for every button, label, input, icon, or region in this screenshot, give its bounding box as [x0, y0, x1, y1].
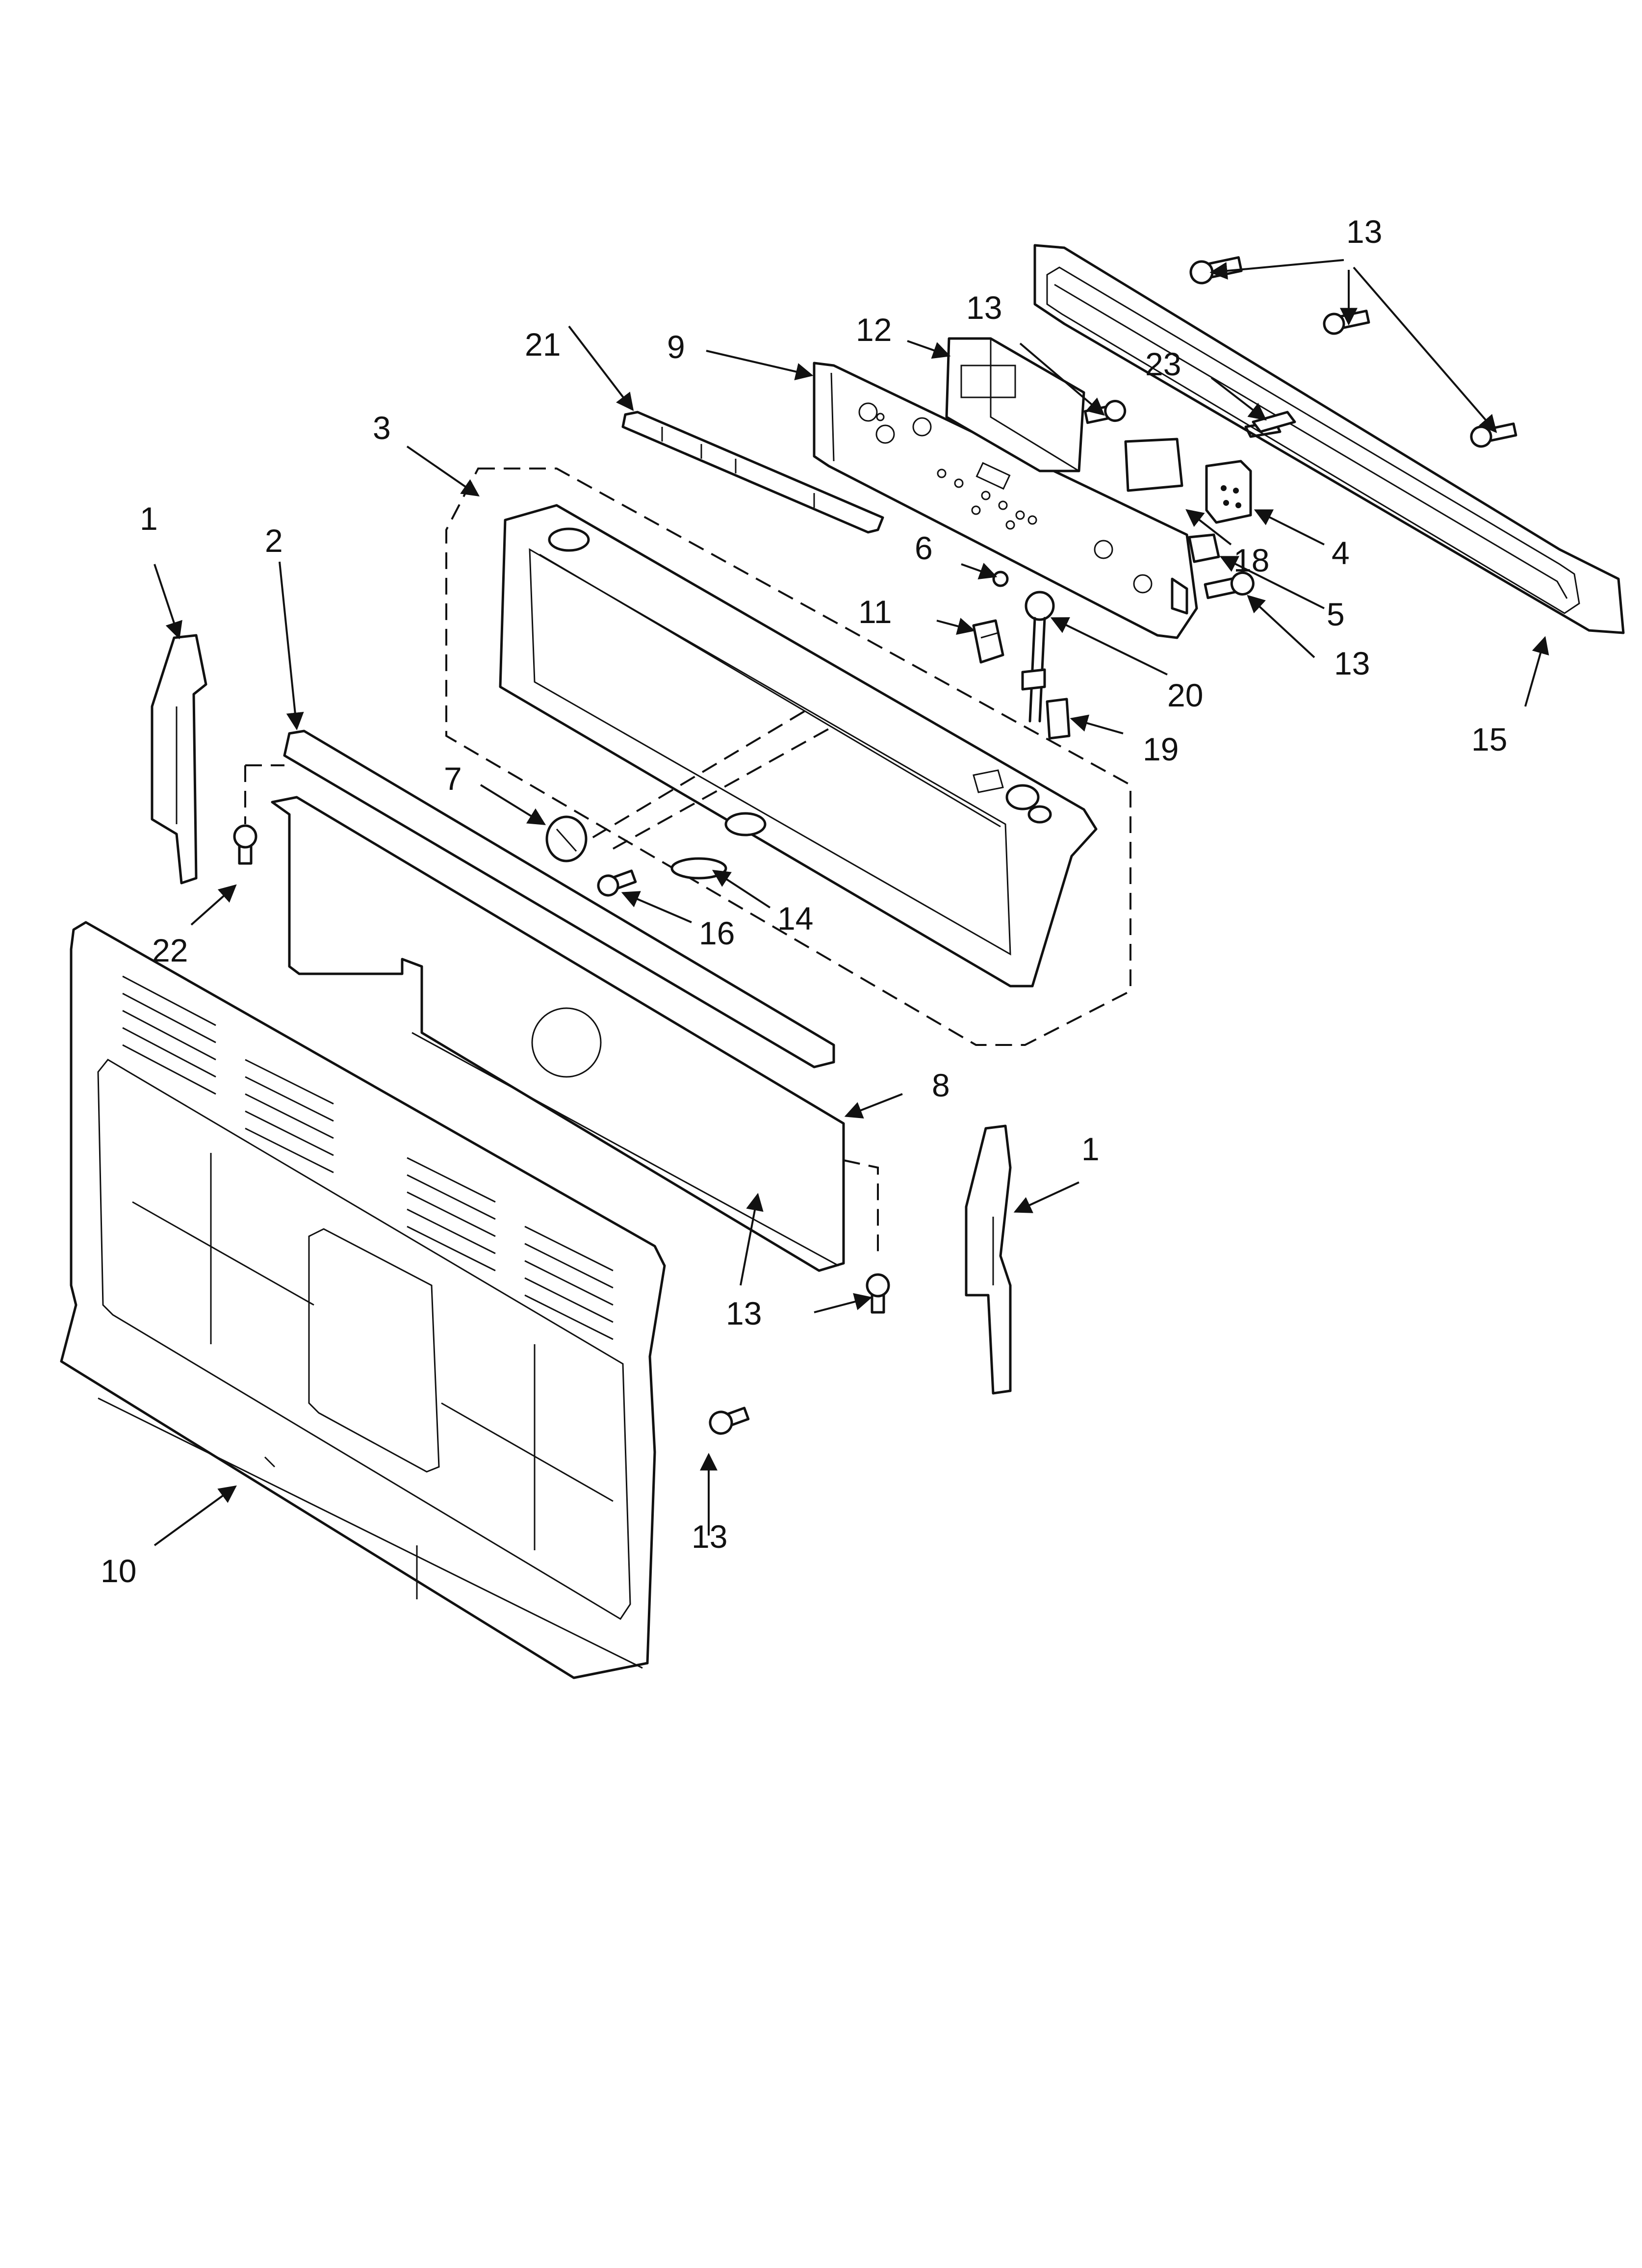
callout-12: 12	[856, 312, 892, 348]
part-11-switch	[972, 619, 1004, 664]
part-14-badge	[670, 857, 727, 880]
callout-6: 6	[915, 530, 933, 566]
callout-labels: 13 12 13 23 21 9 3 1 2 6 18 4 5 11 13 20…	[101, 213, 1507, 1589]
part-10-rear-panel	[60, 921, 666, 1679]
callout-3: 3	[373, 410, 391, 446]
callout-2: 2	[265, 522, 283, 559]
callout-16: 16	[699, 915, 735, 951]
part-1-left-bracket	[151, 634, 207, 885]
part-3-dashed-boundary	[445, 468, 1131, 1046]
callout-13-control: 13	[966, 289, 1002, 326]
callout-20: 20	[1167, 677, 1203, 713]
vent-slots	[122, 975, 614, 1340]
part-4-connector	[1205, 460, 1252, 524]
assembly-guide-line-2	[613, 725, 834, 850]
callout-10: 10	[101, 1553, 136, 1589]
callout-13-bottom: 13	[692, 1518, 727, 1555]
part-2-upper-shield	[271, 730, 845, 1272]
part-5-switch	[1188, 533, 1220, 563]
part-1-right-bracket	[965, 1124, 1012, 1395]
callout-22: 22	[152, 932, 188, 968]
callout-13-lower: 13	[726, 1295, 762, 1331]
callout-8: 8	[932, 1067, 950, 1103]
callout-13-right: 13	[1334, 645, 1370, 681]
callout-14: 14	[777, 900, 813, 937]
part-8-guide	[843, 1159, 879, 1256]
callout-21: 21	[525, 326, 561, 363]
part-19-lamp	[1046, 698, 1071, 740]
callout-1-right: 1	[1081, 1131, 1100, 1167]
callout-18: 18	[1233, 542, 1269, 578]
part-23-clip	[1252, 411, 1296, 433]
part-21-bracket	[621, 411, 884, 534]
assembly-guide-line	[573, 710, 805, 850]
callout-19: 19	[1143, 731, 1179, 767]
callout-1-left: 1	[140, 500, 158, 537]
callout-15: 15	[1471, 721, 1507, 757]
part-9-control-panel	[813, 362, 1198, 639]
callout-5: 5	[1327, 596, 1345, 632]
leader-lines	[154, 259, 1549, 1546]
part-20-sensor	[1021, 591, 1055, 723]
callout-9: 9	[667, 329, 685, 365]
part-15-rear-frame	[1033, 244, 1625, 634]
part-18-display-lens	[1124, 438, 1183, 492]
part-7-knob	[545, 815, 588, 862]
callout-4: 4	[1332, 535, 1350, 571]
callout-7: 7	[444, 760, 462, 797]
callout-13-top: 13	[1346, 213, 1382, 250]
part-22-guide	[244, 764, 284, 824]
part-12-electronic-control	[945, 337, 1085, 472]
callout-11: 11	[858, 594, 892, 630]
callout-23: 23	[1145, 346, 1181, 382]
